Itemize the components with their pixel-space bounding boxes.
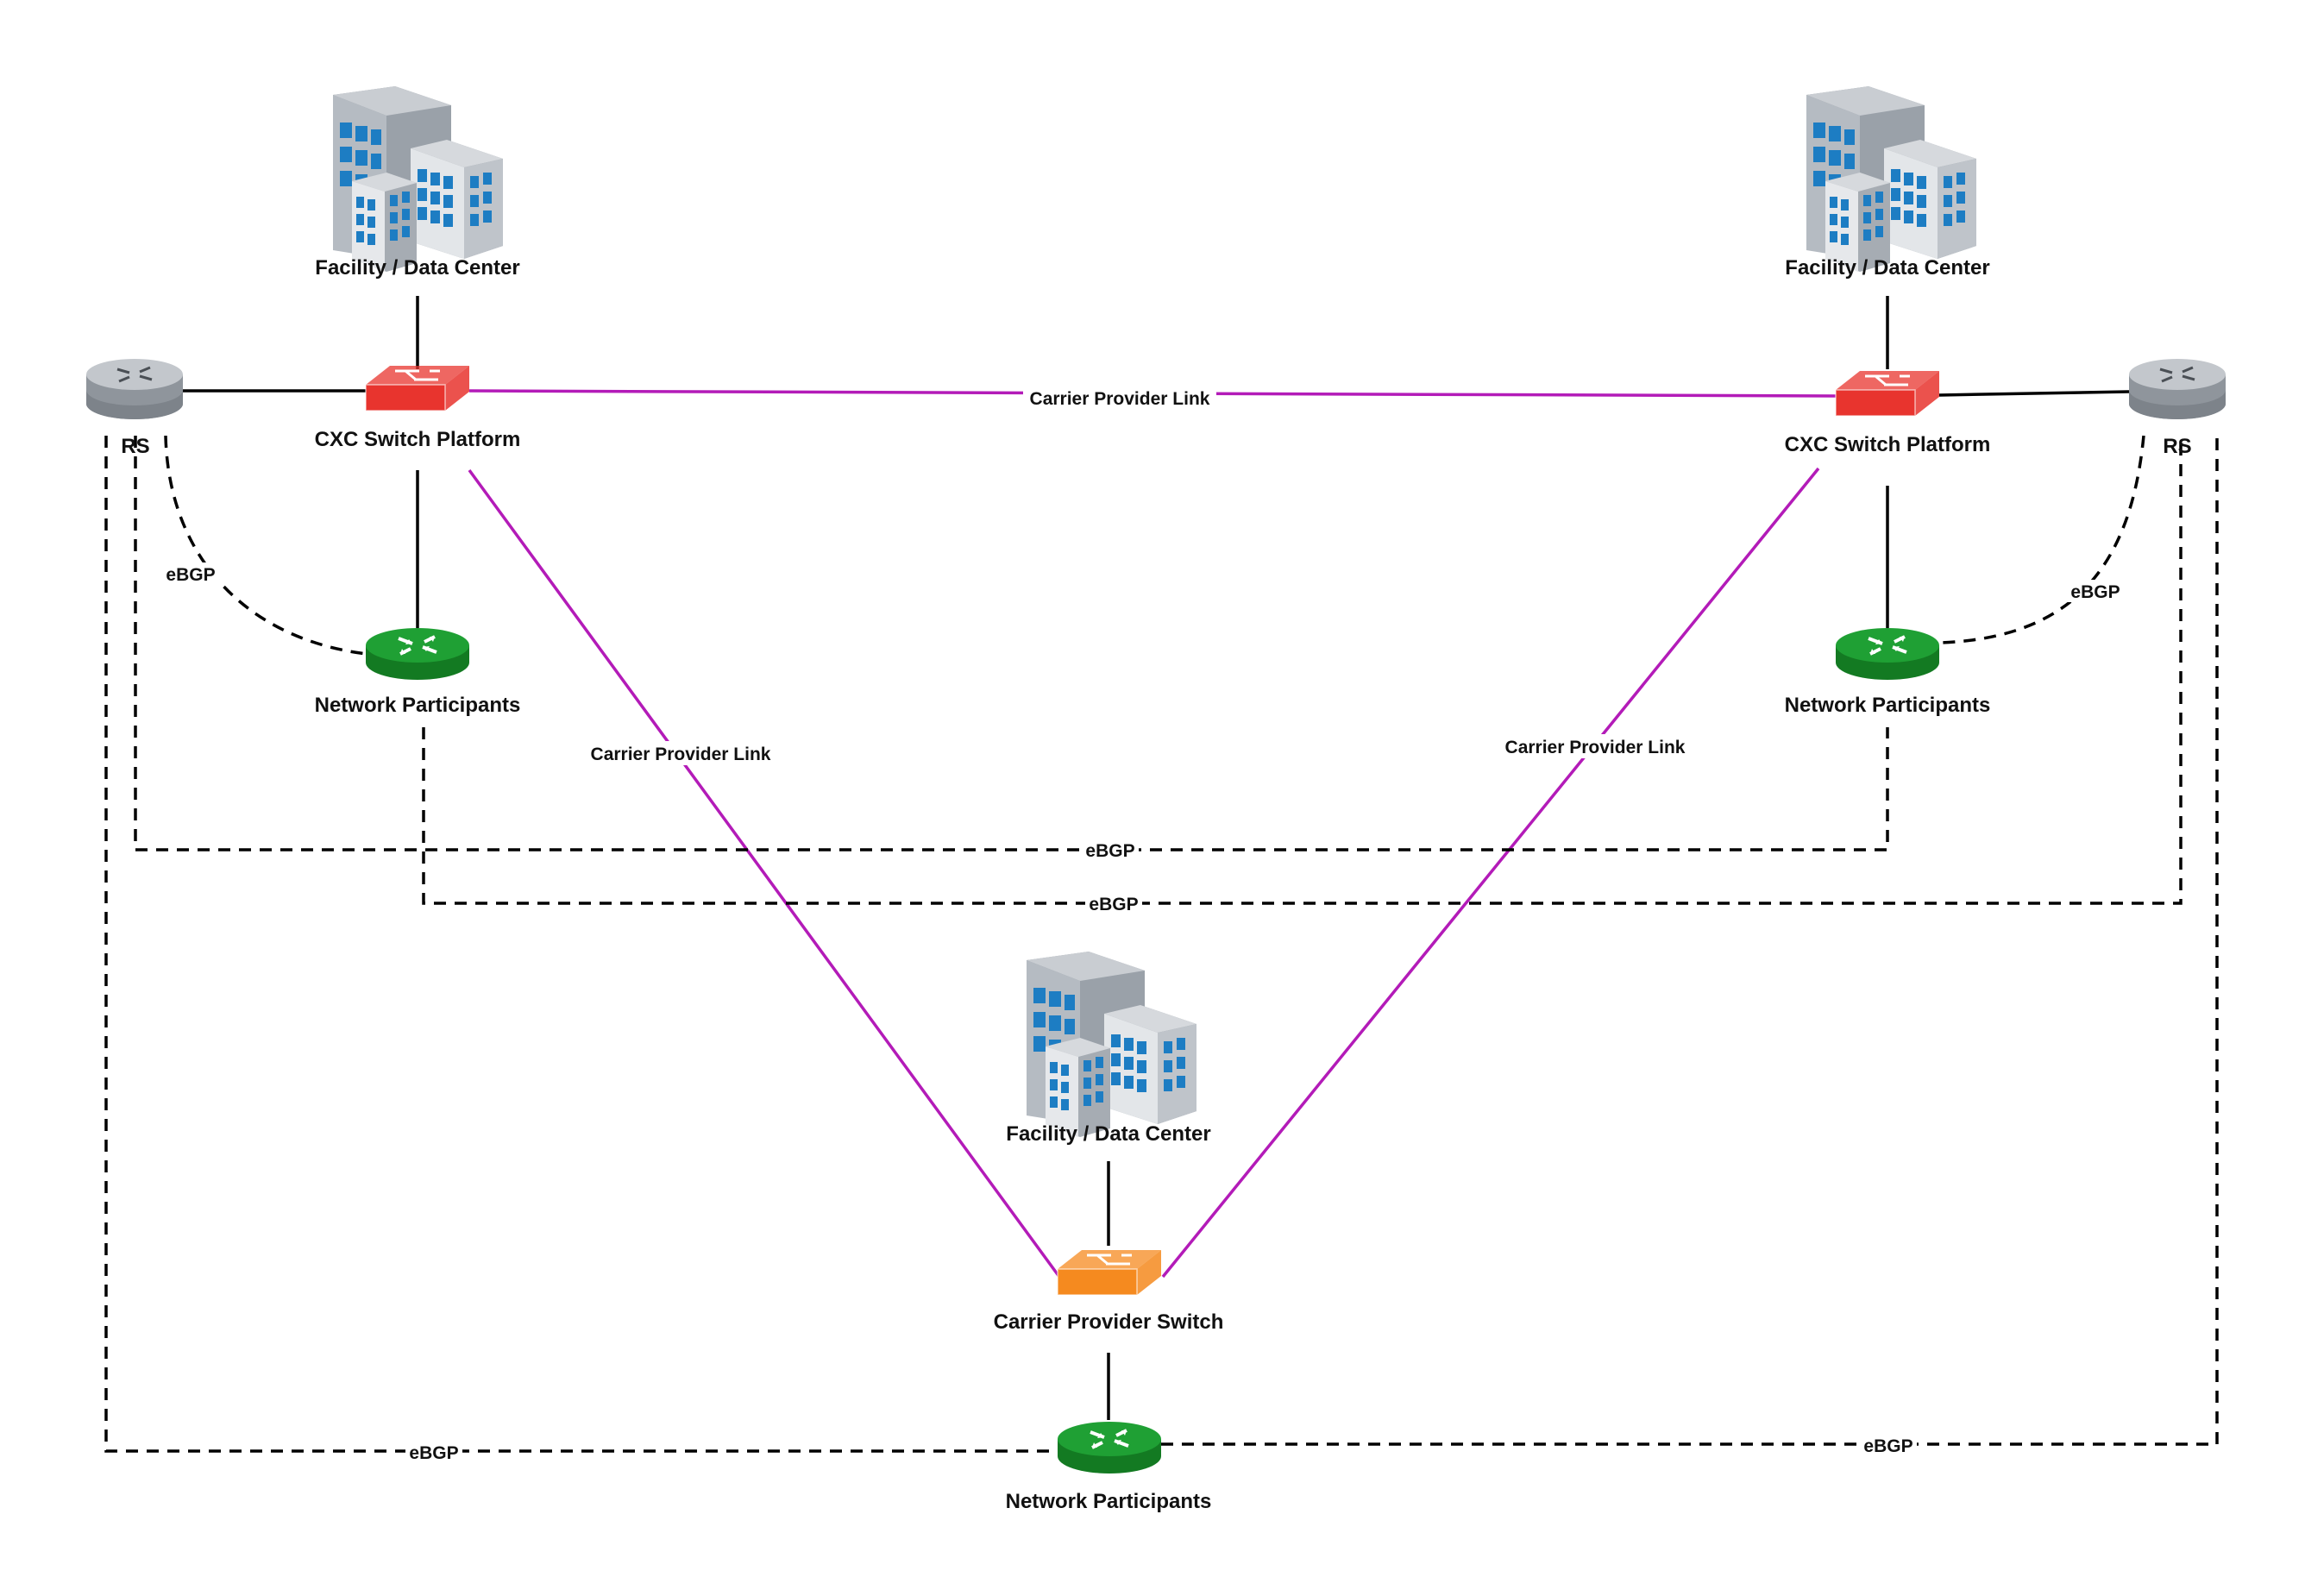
facility-left-label: Facility / Data Center	[315, 256, 519, 280]
ebgp-bottom-right	[1161, 436, 2219, 1446]
link-cxc-right-to-rs-right	[1938, 390, 2130, 397]
participants-bottom-label: Network Participants	[1006, 1490, 1212, 1513]
facility-bottom[interactable]: Facility / Data Center	[1006, 952, 1211, 1146]
ebgp-mid-upper	[134, 436, 1889, 851]
ebgp-mid-lower-label: eBGP	[1089, 895, 1138, 914]
rs-right-label: RS	[2163, 435, 2191, 458]
switch-icon	[1834, 369, 1941, 418]
router-icon	[1834, 626, 1941, 682]
carrier-provider-switch[interactable]: Carrier Provider Switch	[994, 1248, 1224, 1334]
building-icon	[333, 86, 503, 272]
ebgp-right-curve-label: eBGP	[2070, 582, 2120, 602]
carrier-link-left	[468, 468, 1061, 1279]
ebgp-bottom-right-label: eBGP	[1863, 1436, 1912, 1456]
edge-labels: Carrier Provider Link Carrier Provider L…	[162, 386, 2124, 1463]
rs-right[interactable]: RS	[2127, 357, 2227, 458]
connections	[104, 296, 2219, 1453]
carrier-link-right-label: Carrier Provider Link	[1505, 738, 1686, 757]
facility-right-label: Facility / Data Center	[1785, 256, 1989, 280]
ebgp-right-curve	[1938, 435, 2145, 644]
participants-right-label: Network Participants	[1785, 694, 1991, 717]
router-icon	[85, 357, 185, 421]
cxc-switch-right[interactable]: CXC Switch Platform	[1785, 369, 1991, 456]
switch-icon	[1056, 1248, 1163, 1297]
participants-right[interactable]: Network Participants	[1785, 626, 1991, 717]
ebgp-bottom-left	[104, 436, 1058, 1453]
participants-left-label: Network Participants	[315, 694, 521, 717]
building-icon	[1806, 86, 1976, 272]
ebgp-mid-lower	[422, 436, 2183, 905]
cxc-switch-right-label: CXC Switch Platform	[1785, 433, 1991, 456]
router-icon	[1056, 1420, 1163, 1475]
ebgp-bottom-left-label: eBGP	[409, 1443, 458, 1463]
facility-left[interactable]: Facility / Data Center	[315, 86, 520, 280]
facility-bottom-label: Facility / Data Center	[1006, 1122, 1210, 1146]
ebgp-mid-upper-label: eBGP	[1085, 841, 1134, 861]
switch-icon	[364, 364, 471, 412]
rs-left[interactable]: RS	[85, 357, 185, 458]
building-icon	[1027, 952, 1196, 1137]
router-icon	[2127, 357, 2227, 421]
carrier-provider-switch-label: Carrier Provider Switch	[994, 1310, 1224, 1334]
carrier-link-top-label: Carrier Provider Link	[1030, 389, 1210, 409]
rs-left-label: RS	[121, 435, 149, 458]
router-icon	[364, 626, 471, 682]
ebgp-left-curve	[164, 435, 367, 656]
facility-right[interactable]: Facility / Data Center	[1785, 86, 1990, 280]
participants-left[interactable]: Network Participants	[315, 626, 521, 717]
carrier-link-left-label: Carrier Provider Link	[591, 745, 771, 764]
participants-bottom[interactable]: Network Participants	[1006, 1420, 1212, 1513]
ebgp-left-curve-label: eBGP	[166, 565, 215, 585]
carrier-link-right	[1161, 467, 1820, 1279]
cxc-switch-left[interactable]: CXC Switch Platform	[315, 364, 521, 451]
cxc-switch-left-label: CXC Switch Platform	[315, 428, 521, 451]
